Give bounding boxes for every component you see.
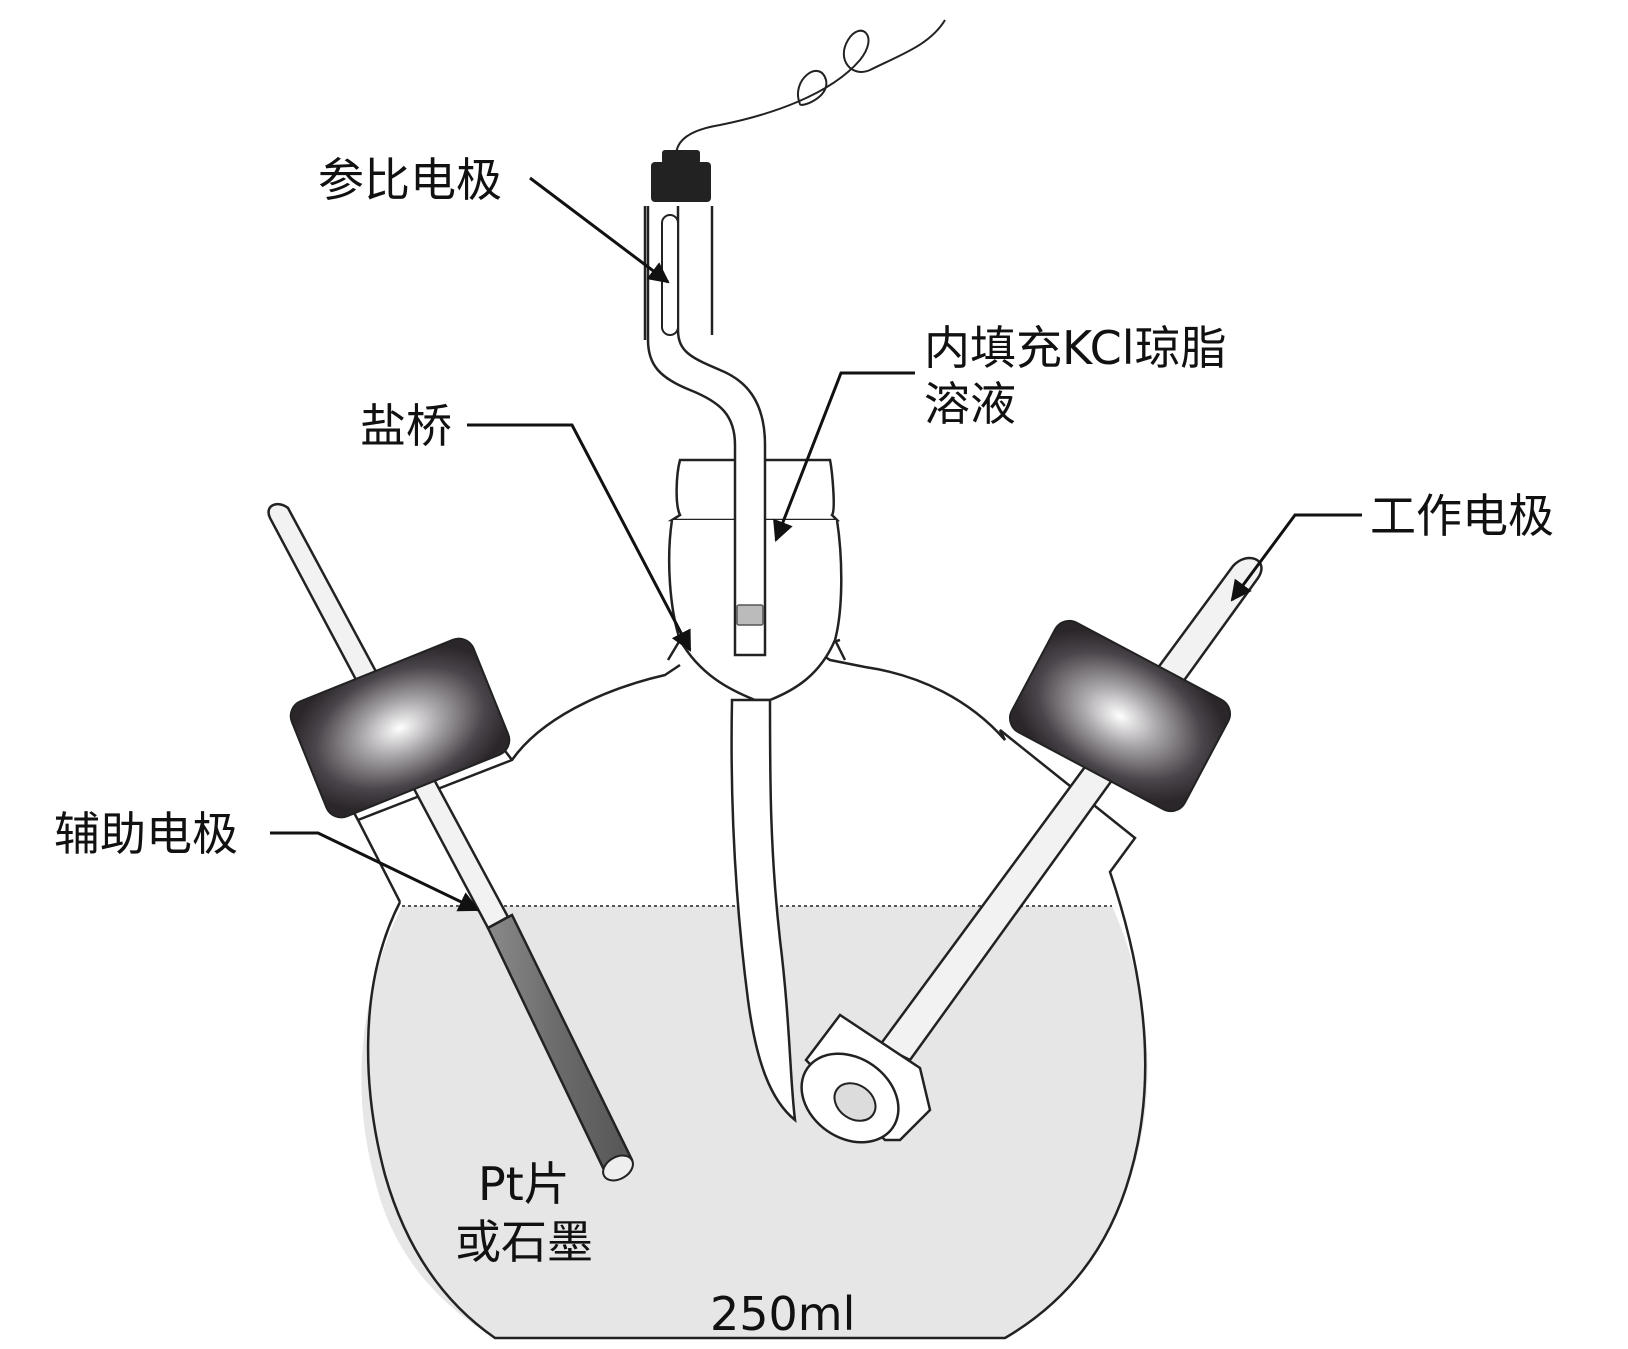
leader-auxiliary [270,831,480,912]
working-electrode [800,556,1263,1144]
label-reference-electrode: 参比电极 [318,153,502,207]
leader-filling [773,371,915,542]
reference-inner-rod [661,214,679,336]
label-salt-bridge: 盐桥 [360,399,452,453]
auxiliary-tip [602,1154,634,1182]
label-auxiliary-electrode: 辅助电极 [54,807,238,861]
reference-wire [675,19,946,157]
reference-electrode [643,19,946,657]
salt-bridge-tube [730,698,797,1123]
flask-outline [366,638,1147,1340]
label-pt-line1: Pt片 [478,1157,570,1211]
reference-cap-top [662,150,700,164]
leader-salt-bridge [467,423,692,652]
reference-frit [736,604,764,626]
flask-left-shoulder [356,663,681,903]
working-stopper [1009,619,1231,813]
label-working-electrode: 工作电极 [1370,489,1554,543]
label-volume: 250ml [710,1287,855,1341]
label-filling-line1: 内填充KCl琼脂 [924,321,1227,375]
labels: 参比电极 内填充KCl琼脂 溶液 盐桥 工作电极 辅助电极 Pt片 或石墨 25… [54,153,1554,1341]
leader-reference [529,176,670,284]
auxiliary-electrode [267,502,634,1182]
reference-cap [651,162,711,202]
leader-lines [270,176,1362,912]
label-pt-line2: 或石墨 [455,1215,593,1269]
leader-working [1230,513,1362,602]
working-disk [800,1013,932,1144]
auxiliary-stopper [289,637,511,819]
label-filling-line2: 溶液 [924,377,1016,431]
